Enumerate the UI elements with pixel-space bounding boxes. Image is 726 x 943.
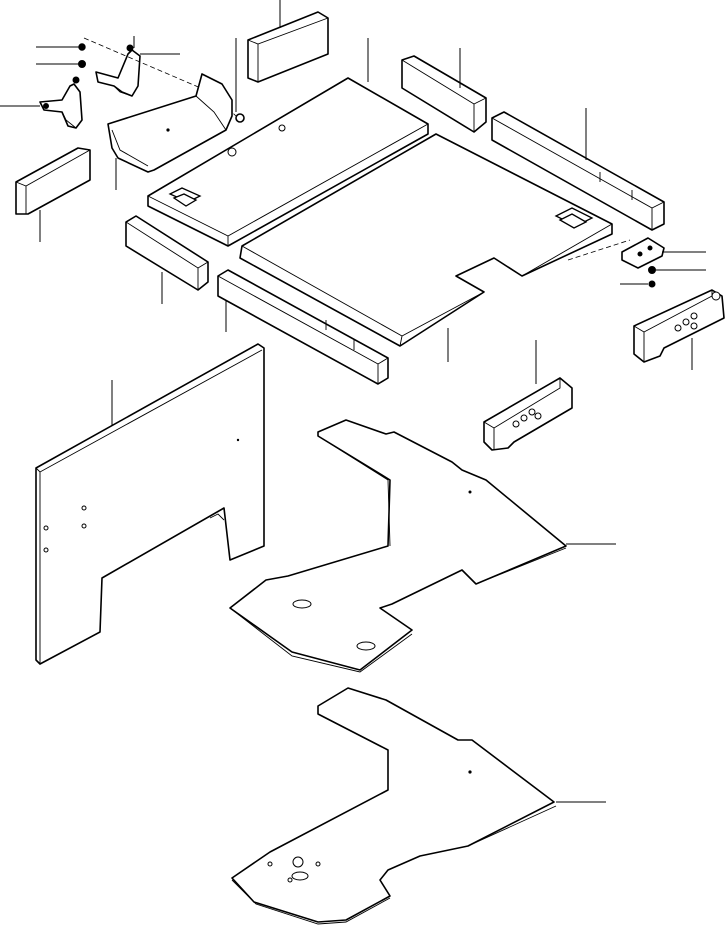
bolt — [648, 280, 656, 288]
insulation-pad-right-b — [491, 111, 665, 231]
side-panel — [35, 343, 265, 665]
insulation-pad-left — [15, 147, 91, 215]
bracket-left — [39, 83, 83, 129]
small-bracket-right — [621, 237, 665, 269]
floor-board-left — [147, 77, 429, 247]
mat-rear-floor — [231, 687, 557, 925]
floor-board-right — [239, 133, 613, 347]
block-mid — [483, 377, 573, 451]
bolt-washer-set — [36, 43, 86, 84]
washer — [648, 266, 656, 274]
bracket-center — [95, 44, 141, 97]
mat-front-floor — [229, 419, 567, 673]
insulation-pad-front — [125, 215, 209, 291]
insulation-pad-top — [247, 11, 329, 83]
cover-plate — [107, 73, 233, 173]
block-right — [633, 289, 725, 363]
insulation-pad-long — [217, 269, 389, 385]
insulation-pad-right-a — [401, 55, 487, 133]
screw — [235, 38, 245, 123]
